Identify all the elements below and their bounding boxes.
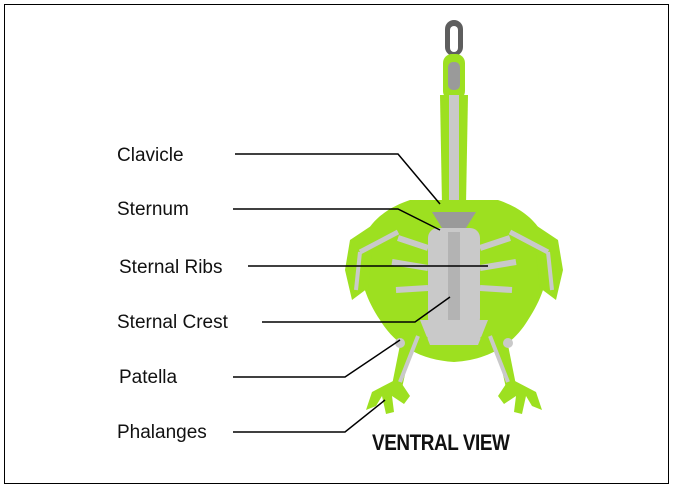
label-patella: Patella xyxy=(119,368,177,387)
caption-ventral-view: VENTRAL VIEW xyxy=(372,430,509,456)
leader-line-patella xyxy=(233,340,400,377)
label-sternum: Sternum xyxy=(117,200,189,219)
bird-head xyxy=(443,20,465,100)
bird-neck xyxy=(440,95,468,205)
label-sternal-ribs: Sternal Ribs xyxy=(119,258,223,277)
label-sternal-crest: Sternal Crest xyxy=(117,313,228,332)
label-clavicle: Clavicle xyxy=(117,146,184,165)
leader-line-phalanges xyxy=(233,400,385,432)
label-phalanges: Phalanges xyxy=(117,423,207,442)
leader-line-clavicle xyxy=(235,154,440,204)
